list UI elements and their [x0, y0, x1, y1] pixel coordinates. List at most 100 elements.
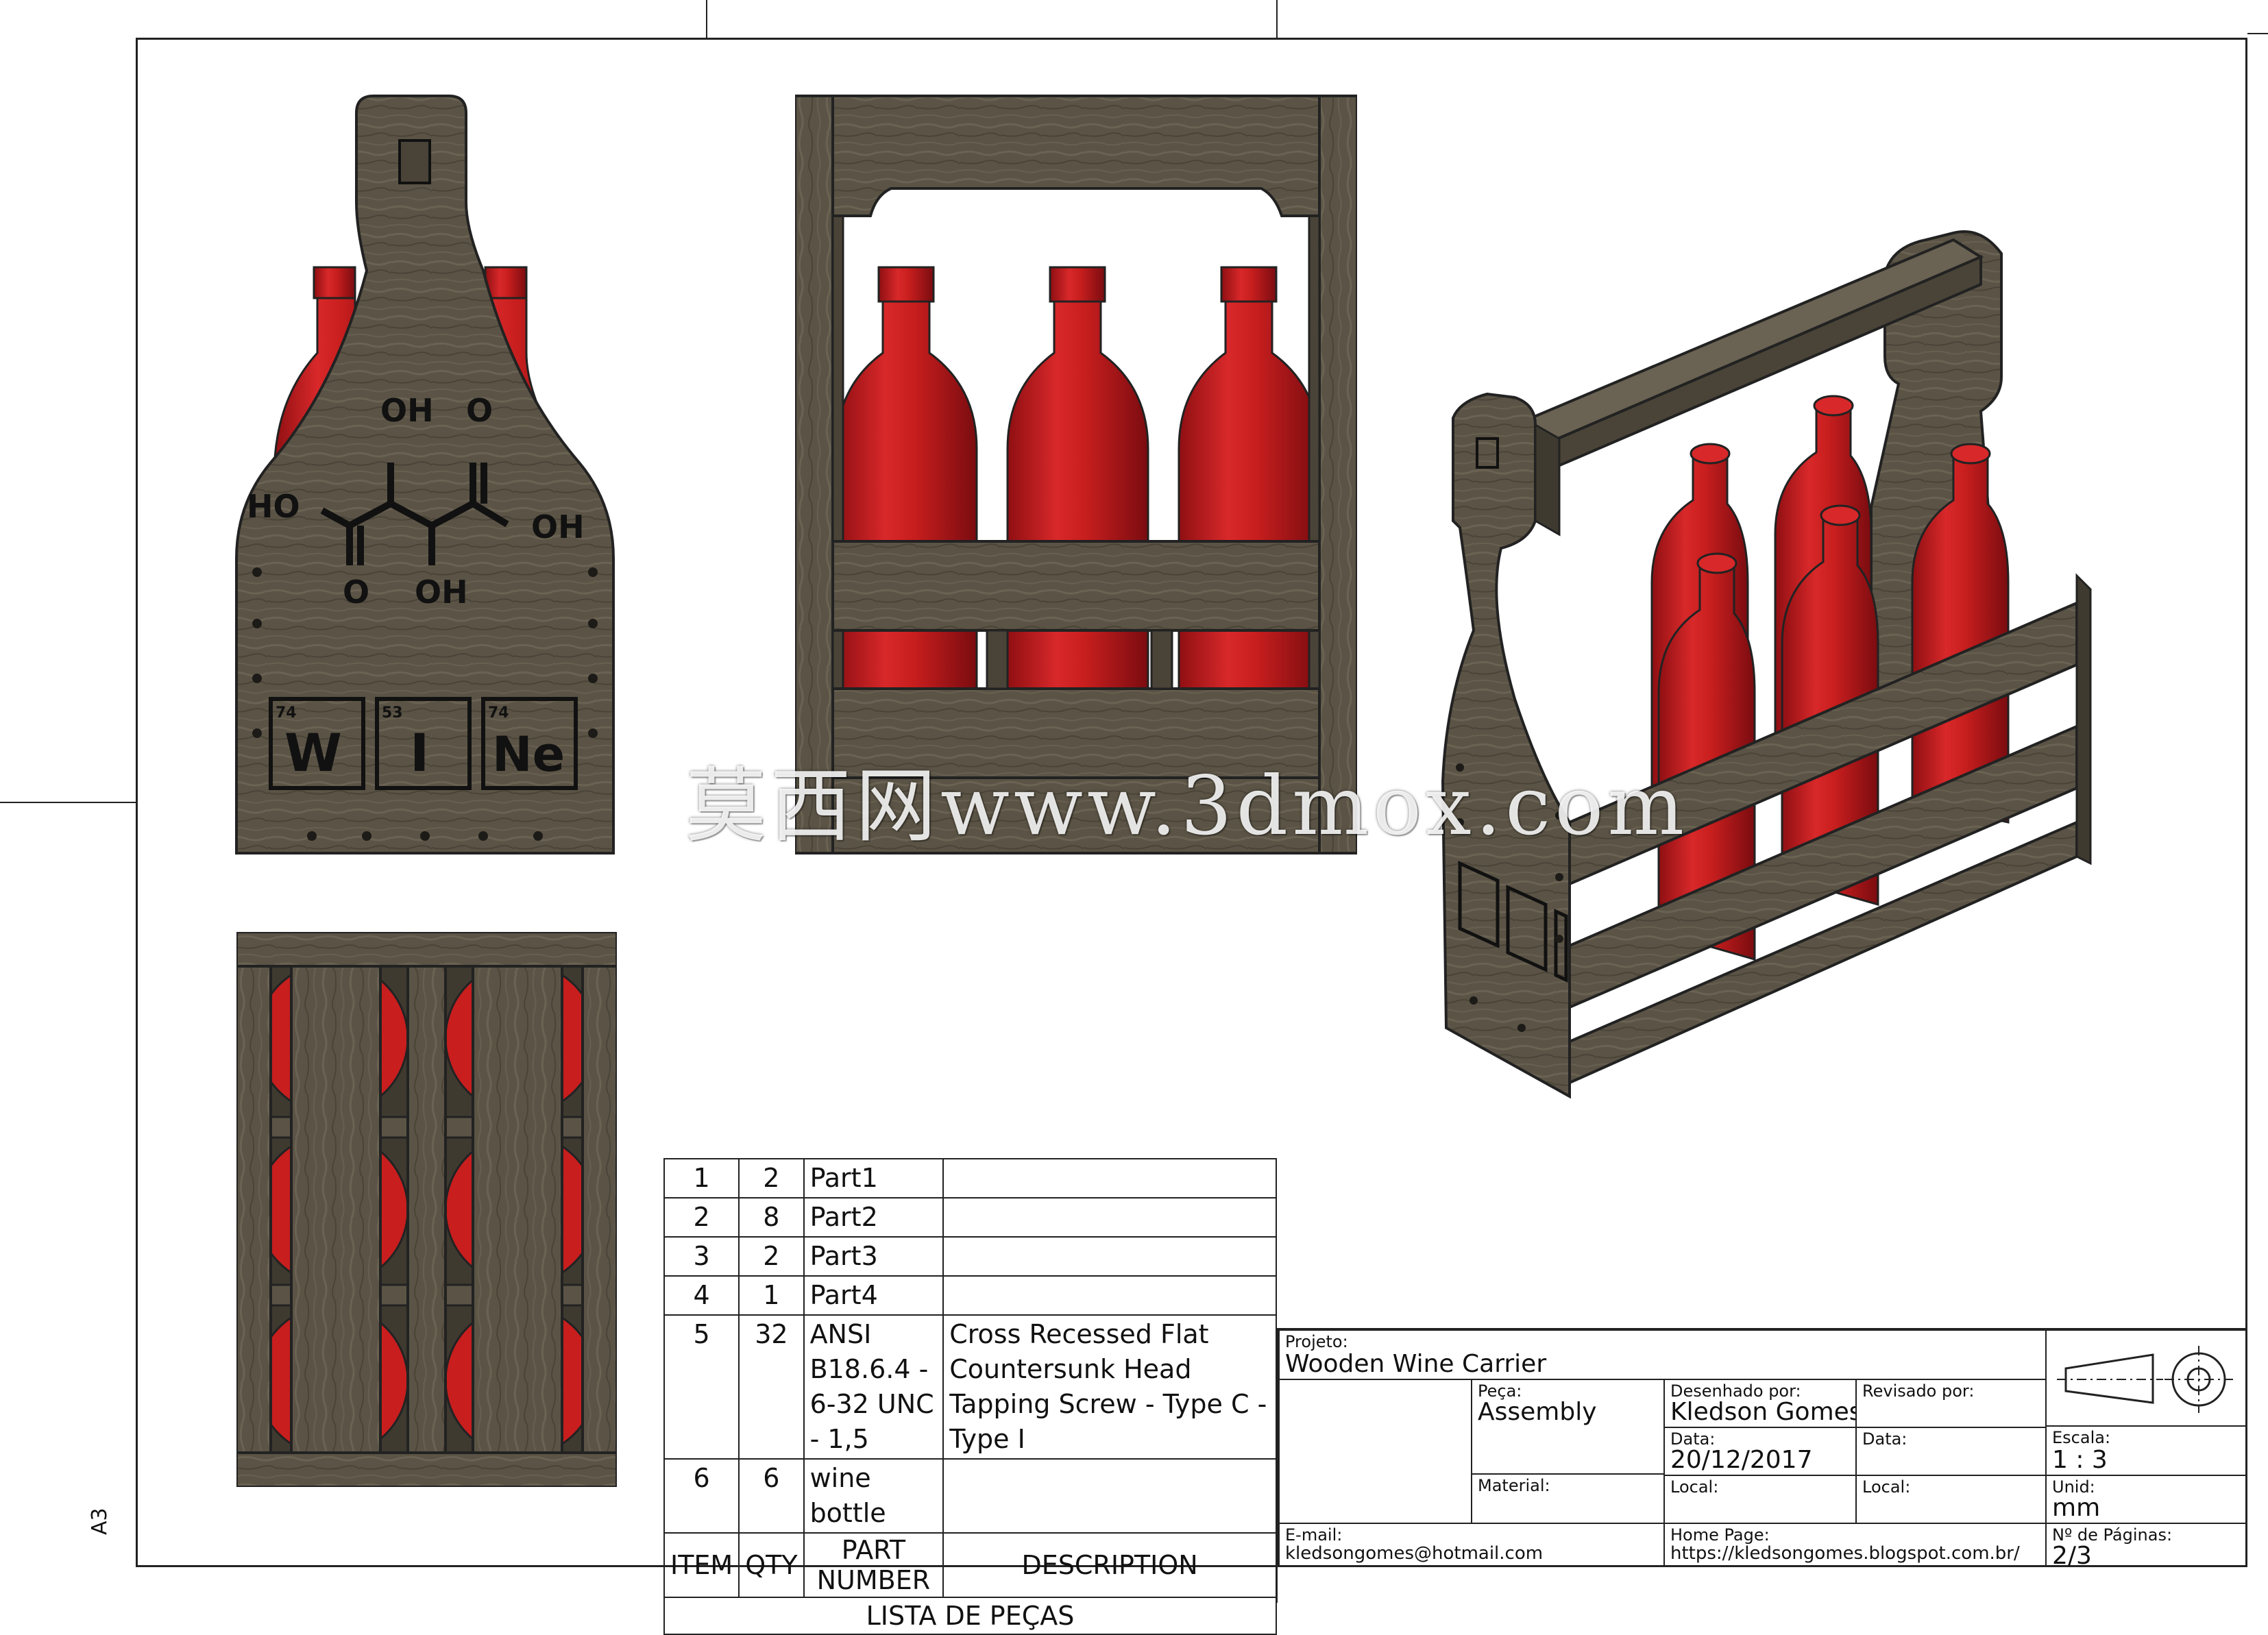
- item-cell: 2: [663, 1197, 740, 1238]
- table-row: 4 1 Part4: [663, 1275, 1277, 1316]
- qty-cell: 8: [738, 1197, 805, 1238]
- item-cell: 1: [663, 1158, 740, 1198]
- scale-value: 1 : 3: [2052, 1446, 2108, 1474]
- parts-list-title: LISTA DE PEÇAS: [663, 1597, 1277, 1635]
- unit-value: mm: [2052, 1494, 2101, 1522]
- description-cell: [942, 1275, 1277, 1316]
- header-description: DESCRIPTION: [942, 1532, 1277, 1598]
- part-number-cell: Part3: [803, 1236, 944, 1277]
- item-cell: 5: [663, 1314, 740, 1460]
- table-title-row: LISTA DE PEÇAS: [663, 1597, 1277, 1635]
- divider-right: [1150, 629, 1173, 690]
- front-view: OH O HO OH O OH 74 W 53 I 74 Ne: [235, 95, 615, 855]
- molecule-lines: [320, 463, 509, 565]
- side-rail-right: [581, 932, 617, 1487]
- scale-cell: Escala: 1 : 3: [2046, 1426, 2247, 1475]
- watermark: 莫西网www.3dmox.com: [685, 759, 1689, 853]
- svg-text:74: 74: [488, 704, 509, 722]
- parts-list: 1 2 Part1 2 8 Part2 3 2 Part3 4 1 Part4 …: [663, 1158, 1277, 1635]
- blank-cell: [1279, 1379, 1472, 1523]
- iso-front-panel: [1441, 392, 1571, 1099]
- handle-slot: [398, 139, 431, 184]
- qty-cell: 1: [738, 1275, 805, 1316]
- center-board: [406, 932, 447, 1487]
- part-number-cell: wine bottle: [803, 1458, 944, 1534]
- unit-cell: Unid: mm: [2046, 1475, 2247, 1523]
- iso-right-edge: [2075, 573, 2092, 865]
- table-row: 5 32 ANSI B18.6.4 - 6-32 UNC - 1,5 Cross…: [663, 1314, 1277, 1460]
- right-post: [1318, 95, 1357, 855]
- svg-text:Ne: Ne: [492, 726, 565, 783]
- divider-left: [986, 629, 1009, 690]
- left-post: [795, 95, 834, 855]
- molecule-label-oh-right: OH: [531, 508, 585, 545]
- header-qty: QTY: [738, 1532, 805, 1598]
- projection-symbol-icon: [2057, 1346, 2233, 1413]
- top-view: [236, 932, 617, 1487]
- qty-cell: 32: [738, 1314, 805, 1460]
- header-item: ITEM: [663, 1532, 740, 1598]
- svg-text:74: 74: [276, 704, 297, 722]
- lower-slat: [831, 687, 1321, 779]
- long-board-right: [472, 932, 563, 1487]
- svg-text:I: I: [410, 722, 429, 783]
- end-panel: [235, 95, 615, 855]
- local-cell: Local:: [1664, 1475, 1856, 1523]
- item-cell: 6: [663, 1458, 740, 1534]
- trim-mark-right: [2247, 33, 2268, 34]
- email-cell: E-mail: kledsongomes@hotmail.com: [1279, 1523, 1664, 1567]
- screw-holes: [252, 567, 598, 841]
- trim-mark-bottom: [1276, 1567, 1278, 1603]
- projection-symbol-cell: [2046, 1330, 2247, 1426]
- table-row: 2 8 Part2: [663, 1197, 1277, 1238]
- material-cell: Material:: [1472, 1474, 1664, 1523]
- iso-element-tiles: [1458, 861, 1568, 983]
- drawn-date: 20/12/2017: [1670, 1446, 1813, 1474]
- molecule-label-ho-left: HO: [247, 488, 300, 525]
- long-board-left: [290, 932, 382, 1487]
- element-tile-ne: 74 Ne: [481, 697, 578, 790]
- molecule-label-oh-top: OH: [380, 392, 434, 429]
- part-number-cell: Part4: [803, 1275, 944, 1316]
- end-rail-top: [236, 932, 617, 968]
- description-cell: Cross Recessed Flat Countersunk Head Tap…: [942, 1314, 1277, 1460]
- part-number-cell: Part1: [803, 1158, 944, 1198]
- description-cell: [942, 1458, 1277, 1534]
- qty-cell: 6: [738, 1458, 805, 1534]
- table-row: 6 6 wine bottle: [663, 1458, 1277, 1534]
- svg-text:53: 53: [382, 704, 403, 722]
- handle-bar: [831, 95, 1321, 217]
- bottom-board: [831, 776, 1321, 855]
- qty-cell: 2: [738, 1236, 805, 1277]
- description-cell: [942, 1197, 1277, 1238]
- element-tile-w: 74 W: [269, 697, 365, 790]
- table-row: 1 2 Part1: [663, 1158, 1277, 1198]
- description-cell: [942, 1236, 1277, 1277]
- molecule-label-o-top: O: [466, 392, 493, 429]
- reviewed-by-cell: Revisado por:: [1856, 1379, 2046, 1427]
- local2-cell: Local:: [1856, 1475, 2046, 1523]
- trim-mark-top-right: [1276, 0, 1278, 38]
- end-rail-bottom: [236, 1451, 617, 1487]
- part-cell: Peça: Assembly: [1472, 1379, 1664, 1474]
- header-part-number: PART NUMBER: [803, 1532, 944, 1598]
- home-page-value: https://kledsongomes.blogspot.com.br/: [1670, 1543, 2020, 1564]
- date-cell: Data: 20/12/2017: [1664, 1427, 1856, 1475]
- iso-handle-slot: [1476, 437, 1499, 469]
- molecule-label-oh-bottom: OH: [415, 574, 468, 611]
- upper-slat: [831, 540, 1321, 632]
- iso-front-panel-edge: [1534, 423, 1561, 537]
- side-rail-left: [236, 932, 272, 1487]
- title-block: Projeto: Wooden Wine Carrier Peça: Assem…: [1277, 1328, 2247, 1567]
- svg-text:W: W: [284, 722, 342, 783]
- part-name: Assembly: [1478, 1398, 1597, 1426]
- trim-mark-left: [0, 802, 136, 803]
- home-page-cell: Home Page: https://kledsongomes.blogspot…: [1664, 1523, 2046, 1567]
- isometric-view: [1441, 230, 2092, 1099]
- table-row: 3 2 Part3: [663, 1236, 1277, 1277]
- review-date-cell: Data:: [1856, 1427, 2046, 1475]
- item-cell: 3: [663, 1236, 740, 1277]
- drawn-by-cell: Desenhado por: Kledson Gomes: [1664, 1379, 1856, 1427]
- part-number-cell: ANSI B18.6.4 - 6-32 UNC - 1,5: [803, 1314, 944, 1460]
- qty-cell: 2: [738, 1158, 805, 1198]
